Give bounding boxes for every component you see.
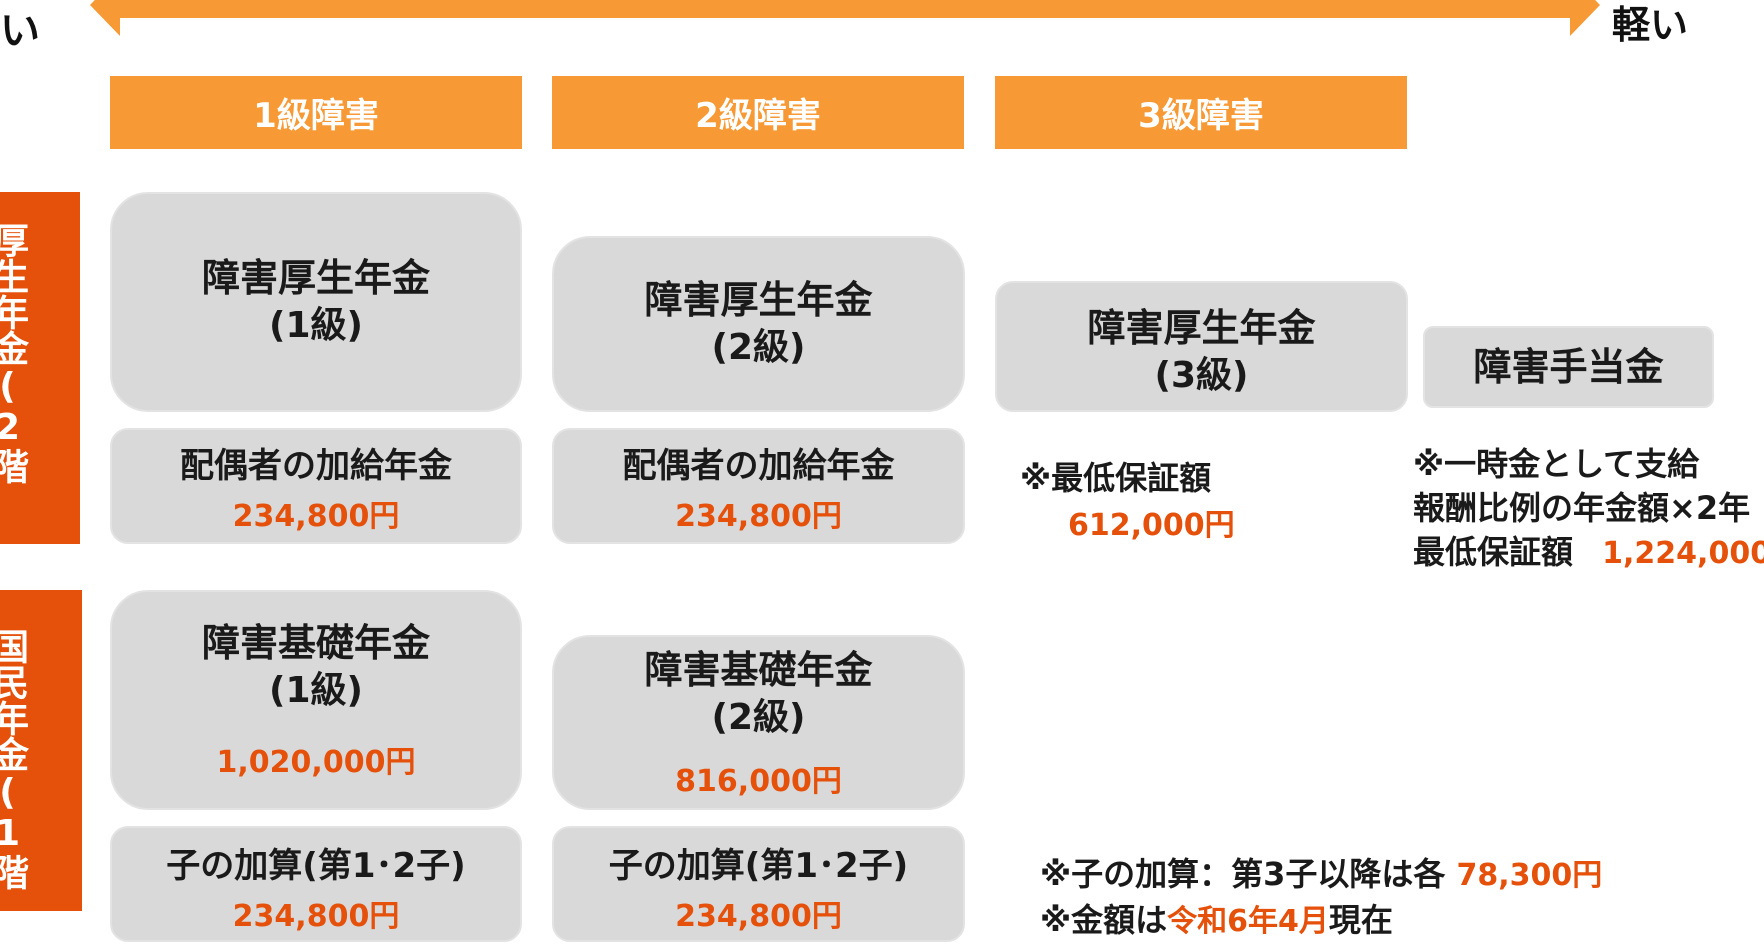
kosei-g2-name: 障害厚生年金 xyxy=(644,278,873,322)
kosei-g2-grade: (2級) xyxy=(711,327,806,368)
kiso-g1-grade: (1級) xyxy=(269,670,363,711)
kosei-g1-grade: (1級) xyxy=(269,305,363,346)
kosei-g2-box: 障害厚生年金 (2級) xyxy=(552,236,965,412)
spouse-g2-box: 配偶者の加給年金 234,800円 xyxy=(552,428,965,544)
side-bar-kokumin-label: 国民年金(1階 xyxy=(0,628,28,890)
kiso-g1-name: 障害基礎年金 xyxy=(201,621,430,665)
bottom-notes: ※子の加算：第3子以降は各 78,300円 ※金額は令和6年4月現在 xyxy=(1040,852,1602,944)
header-grade3: 3級障害 xyxy=(995,76,1407,149)
spouse-g1-amount: 234,800円 xyxy=(232,498,400,534)
scale-light-label: 軽い xyxy=(1612,3,1689,47)
teate-box: 障害手当金 xyxy=(1423,326,1714,408)
child-g1-label: 子の加算(第1･2子) xyxy=(166,846,466,886)
kiso-g2-name: 障害基礎年金 xyxy=(644,647,873,692)
child-g1-amount: 234,800円 xyxy=(232,899,400,934)
child-g2-label: 子の加算(第1･2子) xyxy=(608,846,909,886)
date-note-value: 令和6年4月 xyxy=(1167,904,1329,939)
kiso-g1-box: 障害基礎年金 (1級) 1,020,000円 xyxy=(110,590,522,810)
g3-min-note: ※最低保証額 612,000円 xyxy=(1020,456,1235,548)
spouse-g1-box: 配偶者の加給年金 234,800円 xyxy=(110,428,522,544)
child-g1-box: 子の加算(第1･2子) 234,800円 xyxy=(110,826,522,942)
teate-note-line3-label: 最低保証額 xyxy=(1413,533,1574,571)
spouse-g2-amount: 234,800円 xyxy=(675,498,842,534)
side-bar-kokumin: 国民年金(1階 xyxy=(0,590,82,911)
spouse-g1-label: 配偶者の加給年金 xyxy=(180,445,452,486)
kosei-g3-grade: (3級) xyxy=(1154,354,1249,396)
header-grade1: 1級障害 xyxy=(110,76,522,149)
kosei-g3-box: 障害厚生年金 (3級) xyxy=(995,281,1408,412)
kosei-g1-name: 障害厚生年金 xyxy=(201,256,430,300)
teate-note-line3-amount: 1,224,000 xyxy=(1602,536,1764,571)
kosei-g3-name: 障害厚生年金 xyxy=(1087,305,1316,350)
severity-arrow-shape xyxy=(90,0,1600,36)
header-grade2: 2級障害 xyxy=(552,76,964,149)
date-note-prefix: ※金額は xyxy=(1040,901,1168,939)
teate-note: ※一時金として支給 報酬比例の年金額×2年 最低保証額 1,224,000 xyxy=(1413,442,1764,576)
g3-min-amount: 612,000円 xyxy=(1068,508,1235,543)
kiso-g2-box: 障害基礎年金 (2級) 816,000円 xyxy=(552,635,965,810)
g3-min-label: ※最低保証額 xyxy=(1020,459,1212,497)
side-bar-kosei-label: 厚生年金(2階 xyxy=(0,222,28,484)
date-note-suffix: 現在 xyxy=(1328,901,1393,939)
kosei-g1-box: 障害厚生年金 (1級) xyxy=(110,192,522,412)
teate-note-line3: 最低保証額 1,224,000 xyxy=(1413,530,1764,576)
teate-note-line2: 報酬比例の年金額×2年 xyxy=(1413,489,1751,527)
child-extra-note: ※子の加算：第3子以降は各 78,300円 xyxy=(1040,852,1602,898)
child-g2-box: 子の加算(第1･2子) 234,800円 xyxy=(552,826,965,942)
spouse-g2-label: 配偶者の加給年金 xyxy=(622,445,895,486)
kiso-g1-amount: 1,020,000円 xyxy=(216,745,416,780)
kiso-g2-amount: 816,000円 xyxy=(675,763,842,799)
teate-name: 障害手当金 xyxy=(1473,345,1664,389)
side-bar-kosei: 厚生年金(2階 xyxy=(0,192,80,544)
child-extra-note-label: ※子の加算：第3子以降は各 xyxy=(1040,855,1446,893)
child-extra-note-amount: 78,300円 xyxy=(1456,858,1603,893)
teate-note-line1: ※一時金として支給 xyxy=(1413,445,1700,483)
child-g2-amount: 234,800円 xyxy=(675,899,842,934)
kiso-g2-grade: (2級) xyxy=(711,696,806,738)
date-note: ※金額は令和6年4月現在 xyxy=(1040,898,1602,944)
severity-arrow xyxy=(90,0,1600,36)
scale-heavy-label: い xyxy=(0,8,40,54)
